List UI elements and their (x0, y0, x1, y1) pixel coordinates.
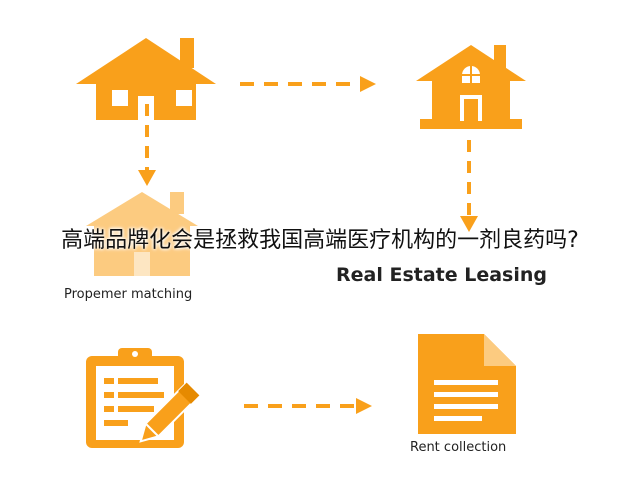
arrow-down-right (460, 140, 478, 232)
arrow-down-left (138, 104, 156, 186)
arrow-right-bottom (244, 398, 372, 414)
arrow-right-top (240, 76, 376, 92)
clipboard-pencil-icon (86, 348, 216, 448)
leasing-label: Real Estate Leasing (336, 264, 548, 286)
house-window-icon (416, 45, 526, 129)
rent-label: Rent collection (410, 440, 507, 455)
matching-label: Propemer matching (64, 287, 193, 302)
document-icon (418, 334, 516, 434)
overlay-caption: 高端品牌化会是拯救我国高端医疗机构的一剂良药吗? (61, 228, 579, 253)
house-faded-icon (86, 192, 198, 276)
